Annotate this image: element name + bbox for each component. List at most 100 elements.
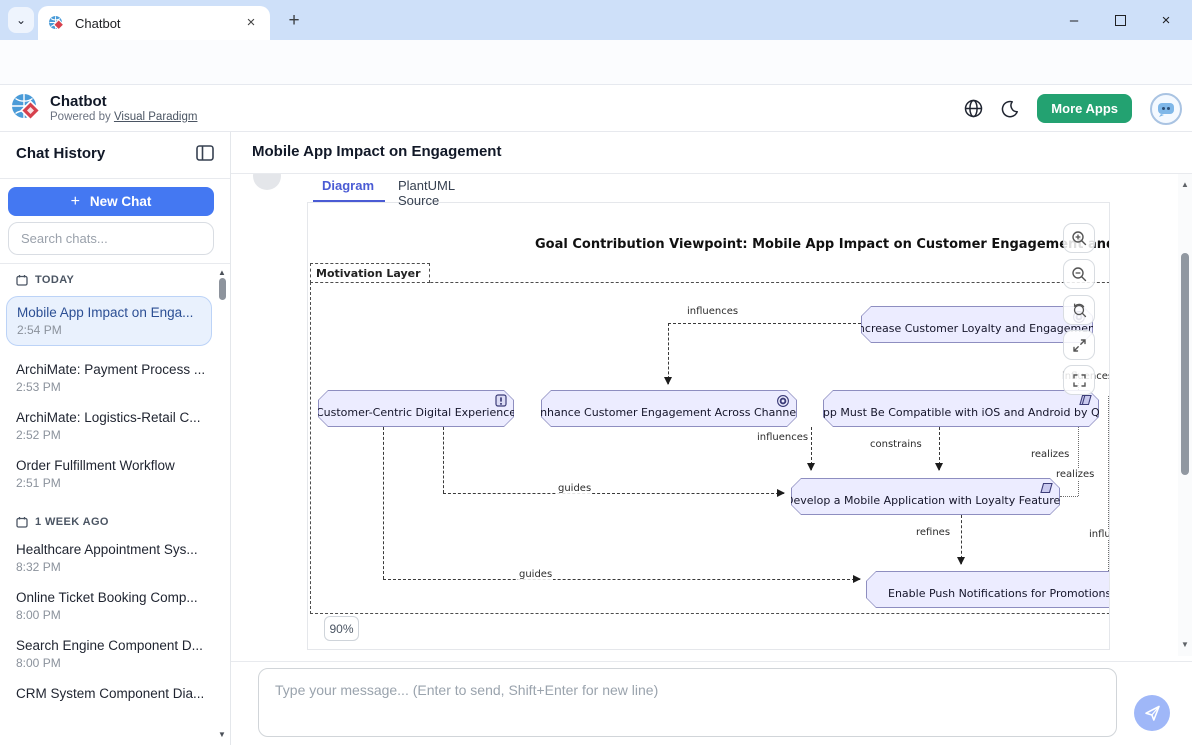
chat-item[interactable]: ArchiMate: Logistics-Retail C... 2:52 PM: [16, 410, 201, 442]
sidebar-collapse-icon[interactable]: [196, 145, 214, 161]
fit-to-screen-button[interactable]: [1063, 365, 1095, 395]
principle-icon: [495, 394, 507, 407]
calendar-icon: [16, 517, 28, 528]
edge-label: guides: [557, 483, 593, 494]
chatbot-avatar-icon[interactable]: [1150, 92, 1182, 125]
arrowhead: [957, 557, 965, 565]
tab-close-icon[interactable]: ×: [246, 14, 256, 31]
edge-influences-mid: [811, 427, 812, 470]
edge-label: influences: [1088, 529, 1109, 540]
zoom-reset-button[interactable]: [1063, 295, 1095, 325]
chat-scrollbar[interactable]: ▲ ▼: [1178, 174, 1192, 656]
chat-list: TODAY Mobile App Impact on Enga... 2:54 …: [0, 264, 216, 745]
edge-realizes: [1078, 373, 1079, 496]
arrowhead: [935, 463, 943, 471]
edge-influences-top: [668, 323, 861, 324]
window-minimize-button[interactable]: –: [1069, 11, 1079, 29]
send-button[interactable]: [1134, 695, 1170, 731]
conversation-title: Mobile App Impact on Engagement: [252, 143, 502, 160]
edge-label: realizes: [1055, 469, 1096, 480]
node-enhance-engagement: Enhance Customer Engagement Across Chann…: [541, 390, 797, 427]
app-header: Chatbot Powered by Visual Paradigm More …: [0, 85, 1192, 132]
window-maximize-button[interactable]: [1110, 10, 1130, 30]
tab-search-chevron-icon[interactable]: ⌄: [8, 7, 34, 33]
edge-label: refines: [915, 527, 952, 538]
arrowhead: [777, 489, 785, 497]
node-customer-centric: Customer-Centric Digital Experience: [318, 390, 514, 427]
visual-paradigm-link[interactable]: Visual Paradigm: [113, 111, 198, 123]
active-tab-underline: [313, 200, 385, 202]
browser-tabstrip: ⌄ Chatbot × + – ×: [0, 0, 1192, 40]
chat-item[interactable]: Search Engine Component D... 8:00 PM: [16, 638, 203, 670]
tab-diagram[interactable]: Diagram: [322, 178, 375, 193]
zoom-level-badge: 90%: [324, 616, 359, 641]
diagram-canvas[interactable]: Goal Contribution Viewpoint: Mobile App …: [307, 202, 1110, 650]
language-globe-icon[interactable]: [964, 99, 983, 118]
chat-item[interactable]: CRM System Component Dia...: [16, 686, 205, 701]
fullscreen-button[interactable]: [1063, 330, 1095, 360]
arrowhead: [853, 575, 861, 583]
browser-toolbar: ← → ↻ ai-toolbox.visual-paradigm.com/app…: [0, 40, 1192, 119]
section-header-week-ago: 1 WEEK AGO: [16, 512, 216, 532]
motivation-layer-label: Motivation Layer: [310, 263, 430, 283]
search-chats-input[interactable]: [8, 222, 214, 255]
divider: [231, 661, 1192, 662]
calendar-icon: [16, 275, 28, 286]
browser-tab[interactable]: Chatbot ×: [38, 6, 270, 40]
edge-label: constrains: [869, 439, 923, 450]
scroll-up-icon[interactable]: ▲: [218, 268, 226, 277]
sidebar-scrollbar[interactable]: ▲ ▼: [216, 264, 229, 745]
section-header-today: TODAY: [16, 270, 216, 290]
favicon: [48, 15, 65, 32]
goal-icon: [776, 394, 790, 408]
requirement-icon: [1037, 482, 1053, 494]
zoom-in-button[interactable]: [1063, 223, 1095, 253]
edge-guides-1: [443, 427, 444, 493]
edge-label: influences: [756, 432, 810, 443]
tab-plantuml-source[interactable]: PlantUML Source: [398, 178, 455, 208]
more-apps-button[interactable]: More Apps: [1037, 94, 1132, 123]
powered-by: Powered by Visual Paradigm: [50, 111, 198, 123]
edge-label: realizes: [1030, 449, 1071, 460]
main-panel: Mobile App Impact on Engagement Diagram …: [231, 132, 1192, 745]
paper-plane-icon: [1144, 705, 1160, 721]
chat-history-sidebar: Chat History +New Chat TODAY Mobile App …: [0, 132, 231, 745]
chat-item[interactable]: Online Ticket Booking Comp... 8:00 PM: [16, 590, 198, 622]
window-close-button[interactable]: ×: [1161, 11, 1171, 29]
divider: [0, 178, 230, 179]
new-chat-button[interactable]: +New Chat: [8, 187, 214, 216]
edge-realizes-2: [1108, 396, 1109, 571]
scrollbar-thumb[interactable]: [219, 278, 226, 300]
node-develop-mobile-app: Develop a Mobile Application with Loyalt…: [791, 478, 1060, 515]
scrollbar-thumb[interactable]: [1181, 253, 1189, 475]
visual-paradigm-logo: [10, 92, 42, 124]
edge-guides-2: [383, 579, 860, 580]
constraint-icon: [1076, 394, 1092, 406]
scroll-up-icon[interactable]: ▲: [1181, 180, 1189, 189]
chat-item[interactable]: ArchiMate: Payment Process ... 2:53 PM: [16, 362, 206, 394]
plus-icon: +: [70, 192, 80, 210]
edge-label: influences: [686, 306, 740, 317]
divider: [0, 263, 230, 264]
edge-guides-2: [383, 427, 384, 579]
node-increase-loyalty: Increase Customer Loyalty and Engagement: [861, 306, 1093, 343]
chat-item-selected[interactable]: Mobile App Impact on Enga... 2:54 PM: [6, 296, 212, 346]
edge-influences-top: [668, 323, 669, 384]
motivation-layer-group: [310, 282, 1109, 614]
arrowhead: [664, 377, 672, 385]
diagram-title: Goal Contribution Viewpoint: Mobile App …: [535, 237, 1110, 252]
sidebar-title: Chat History: [16, 145, 106, 162]
app-title: Chatbot: [50, 93, 107, 110]
chat-item[interactable]: Order Fulfillment Workflow 2:51 PM: [16, 458, 175, 490]
edge-refines: [961, 515, 962, 564]
zoom-out-button[interactable]: [1063, 259, 1095, 289]
dark-mode-moon-icon[interactable]: [1001, 100, 1019, 118]
message-input[interactable]: [258, 668, 1117, 737]
chat-item[interactable]: Healthcare Appointment Sys... 8:32 PM: [16, 542, 198, 574]
scroll-down-icon[interactable]: ▼: [1181, 640, 1189, 649]
conversation-title-bar: Mobile App Impact on Engagement: [231, 132, 1192, 174]
edge-constrains: [939, 427, 940, 470]
new-tab-button[interactable]: +: [288, 10, 300, 31]
scroll-down-icon[interactable]: ▼: [218, 730, 226, 739]
